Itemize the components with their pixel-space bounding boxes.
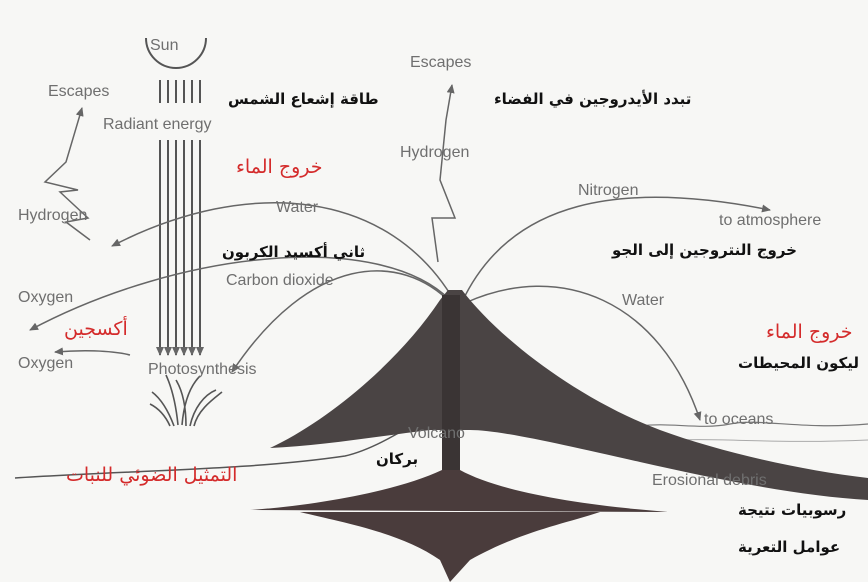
arabic-volcano-label: بركان: [376, 450, 419, 468]
oxygen-arrow-lower: [54, 347, 131, 356]
water-top-label: Water: [276, 199, 319, 216]
radiant-energy-rays: [156, 80, 204, 356]
water-arc-left: [111, 202, 456, 303]
volcano-cone: [270, 290, 868, 500]
hydrogen-left-label: Hydrogen: [18, 207, 88, 224]
hydrogen-center-label: Hydrogen: [400, 144, 470, 161]
radiant-energy-label: Radiant energy: [103, 116, 212, 133]
carbon-dioxide-label: Carbon dioxide: [226, 272, 334, 289]
escapes-left-label: Escapes: [48, 83, 110, 100]
oxygen-label-2: Oxygen: [18, 355, 74, 372]
to-atmosphere-label: to atmosphere: [719, 212, 822, 229]
volcano-vent: [442, 295, 460, 495]
plant-icon: [149, 374, 223, 427]
arabic-hydrogen-escape-label: تبدد الأيدروجين في الفضاء: [494, 90, 692, 108]
magma-chamber: [250, 470, 668, 512]
arabic-water-outflow-right-label: خروج الماء: [766, 321, 853, 343]
volcano-label: Volcano: [408, 425, 465, 442]
nitrogen-arrow: [461, 196, 771, 303]
hydrogen-escape-left-arrow: [43, 107, 91, 241]
arabic-oxygen-label: أكسجين: [64, 318, 128, 340]
escapes-center-label: Escapes: [410, 54, 472, 71]
photosynthesis-label: Photosynthesis: [148, 361, 257, 378]
carbon-dioxide-arrow: [231, 270, 453, 373]
erosional-debris-label: Erosional debris: [652, 472, 767, 489]
oxygen-label-1: Oxygen: [18, 289, 74, 306]
arabic-solar-radiation-label: طاقة إشعاع الشمس: [228, 90, 379, 108]
water-right-label: Water: [622, 292, 665, 309]
arabic-nitrogen-outflow-label: خروج النتروجين إلى الجو: [612, 241, 797, 259]
arabic-debris-line-1: رسوبيات نتيجة: [738, 501, 847, 519]
water-arrow-right: [464, 285, 702, 421]
to-oceans-label: to oceans: [704, 411, 774, 428]
oxygen-arrow-upper: [29, 256, 451, 331]
arabic-to-become-oceans-label: ليكون المحيطات: [738, 354, 859, 372]
hydrogen-escape-center-arrow: [431, 84, 457, 263]
ocean-surface: [639, 421, 868, 427]
ocean-ripple: [679, 439, 868, 442]
sun-icon: [145, 37, 207, 69]
arabic-debris-line-2: عوامل التعرية: [738, 538, 841, 556]
arabic-carbon-dioxide-label: ثاني أكسيد الكربون: [222, 243, 366, 261]
sun-label: Sun: [150, 37, 179, 54]
arabic-water-outflow-top-label: خروج الماء: [236, 156, 323, 178]
arabic-plant-photosynthesis-label: التمثيل الضوئي للنبات: [66, 464, 238, 486]
magma-plume: [300, 512, 600, 582]
nitrogen-label: Nitrogen: [578, 182, 639, 199]
